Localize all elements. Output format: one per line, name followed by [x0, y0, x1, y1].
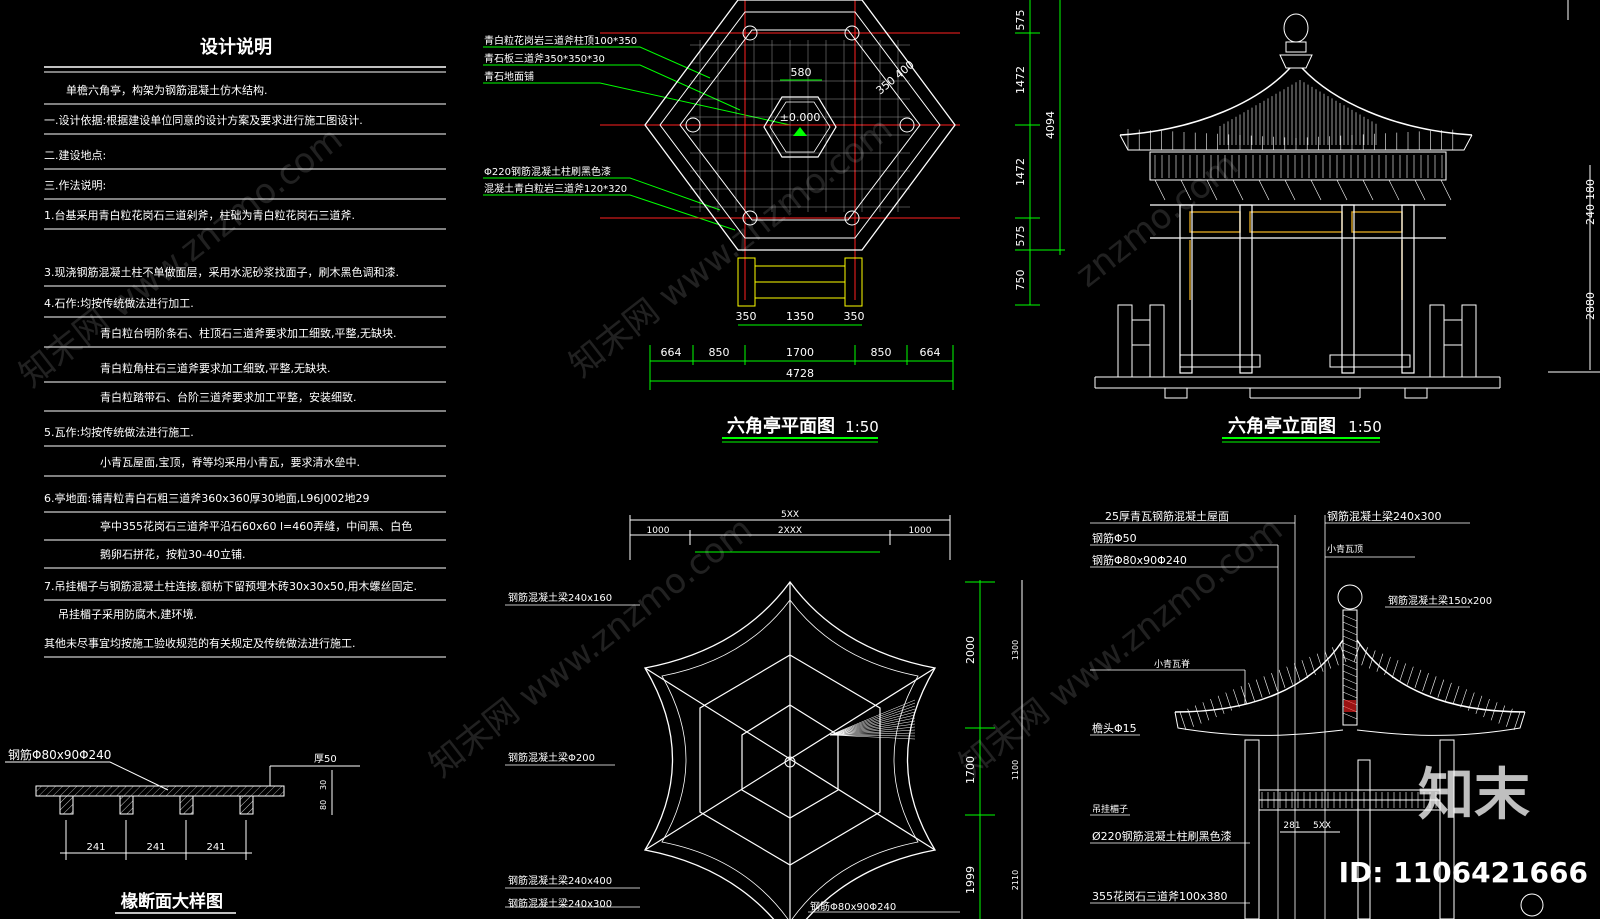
- roof-framing-plan: 5XX 1000 2XXX 1000 钢筋混凝土梁240x160 钢筋混凝土梁Φ…: [505, 510, 1023, 919]
- notes-title: 设计说明: [200, 36, 272, 58]
- elev-edge-dim-1: 180: [1584, 179, 1597, 200]
- plan-bottom-dim-3: 1700: [786, 346, 814, 359]
- detail-dim-1: 241: [86, 842, 105, 853]
- note-line: 小青瓦屋面,宝顶，脊等均采用小青瓦，要求清水垒中.: [100, 455, 360, 469]
- detail-label: 钢筋Φ80x90Φ240: [8, 747, 111, 762]
- roof-callout-4: 钢筋混凝土梁240x300: [508, 897, 612, 910]
- note-line: 其他未尽事宜均按施工验收规范的有关规定及传统做法进行施工.: [44, 636, 356, 650]
- plan-callout-2: 青石板三道斧350*350*30: [484, 52, 605, 65]
- section-callout-10: Ø220钢筋混凝土柱刷黑色漆: [1092, 829, 1232, 843]
- elevation-scale: 1:50: [1348, 418, 1382, 436]
- section-callout-1: 25厚青瓦钢筋混凝土屋面: [1105, 509, 1229, 523]
- plan-callout-1: 青白粒花岗岩三道斧柱顶100*350: [484, 34, 637, 47]
- note-line: 一.设计依据:根据建设单位同意的设计方案及要求进行施工图设计.: [44, 113, 363, 127]
- plan-bottom-dim-4: 850: [871, 346, 892, 359]
- roof-right-dim-1: 2000: [964, 636, 977, 664]
- roof-right-dim-3: 1999: [964, 866, 977, 894]
- plan-bottom-dim-1: 664: [661, 346, 682, 359]
- roof-top-dim-3: 2XXX: [778, 526, 802, 536]
- detail-side-dim-2: 80: [319, 800, 328, 810]
- section-callout-4: 钢筋Φ80x90Φ240: [1092, 553, 1187, 567]
- roof-top-dim-1: 5XX: [781, 510, 799, 520]
- note-line: 鹅卵石拼花，按粒30-40立铺.: [100, 547, 245, 561]
- plan-step-dim-3: 350: [844, 310, 865, 323]
- plan-title: 六角亭平面图: [727, 415, 835, 437]
- note-line: 三.作法说明:: [44, 178, 106, 192]
- pavilion-elevation: 六角亭立面图 1:50 180 240 2880: [1094, 0, 1600, 443]
- note-line: 亭中355花岗石三道斧平沿石60x60 l=460弄缝，中间黑、白色: [100, 519, 412, 533]
- plan-right-dim-2: 1472: [1014, 66, 1027, 94]
- pavilion-section: 25厚青瓦钢筋混凝土屋面 钢筋混凝土梁240x300 钢筋Φ50 钢筋Φ80x9…: [1090, 509, 1544, 919]
- plan-bottom-dim-2: 850: [709, 346, 730, 359]
- plan-right-dim-1: 575: [1014, 10, 1027, 31]
- roof-right-dim-2: 1700: [964, 756, 977, 784]
- detail-dim-2: 241: [146, 842, 165, 853]
- design-notes: 设计说明 单檐六角亭，构架为钢筋混凝土仿木结构. 一.设计依据:根据建设单位同意的…: [44, 36, 446, 658]
- plan-right-dim-4: 575: [1014, 226, 1027, 247]
- note-line: 5.瓦作:均按传统做法进行施工.: [44, 425, 194, 439]
- elevation-title: 六角亭立面图: [1228, 415, 1336, 437]
- section-callout-3: 钢筋Φ50: [1092, 531, 1137, 545]
- roof-callout-3: 钢筋混凝土梁240x400: [508, 874, 612, 887]
- elev-edge-dim-2: 240: [1584, 204, 1597, 225]
- note-line: 6.亭地面:铺青粒青白石粗三道斧360x360厚30地面,L96J002地29: [44, 491, 370, 505]
- roof-right-small-1: 1300: [1011, 640, 1020, 660]
- plan-scale: 1:50: [845, 418, 879, 436]
- section-callout-8: 檐头Φ15: [1092, 721, 1137, 735]
- roof-right-small-3: 2110: [1011, 870, 1020, 890]
- roof-callout-2: 钢筋混凝土梁Φ200: [508, 751, 595, 764]
- plan-right-dim-3: 1472: [1014, 158, 1027, 186]
- detail-dim-3: 241: [206, 842, 225, 853]
- section-callout-6: 小青瓦顶: [1327, 543, 1363, 555]
- roof-top-dim-4: 1000: [909, 526, 932, 536]
- note-line: 青白粒角柱石三道斧要求加工细致,平整,无缺块.: [100, 361, 331, 375]
- detail-title: 椽断面大样图: [120, 891, 223, 912]
- plan-callout-5: 混凝土青白粒岩三道斧120*320: [484, 182, 627, 195]
- rafter-detail: 钢筋Φ80x90Φ240 241 241 241 厚50 30 80 椽断面大样…: [5, 747, 360, 914]
- roof-right-small-2: 1100: [1011, 760, 1020, 780]
- section-callout-2: 钢筋混凝土梁240x300: [1327, 509, 1442, 523]
- plan-step-dim-2: 1350: [786, 310, 814, 323]
- note-line: 1.台基采用青白粒花岗石三道剁斧，柱础为青白粒花岗石三道斧.: [44, 208, 355, 222]
- note-line: 7.吊挂楣子与钢筋混凝土柱连接,额枋下留预埋木砖30x30x50,用木螺丝固定.: [44, 579, 417, 593]
- section-dim-1: 281: [1283, 821, 1300, 831]
- note-line: 4.石作:均按传统做法进行加工.: [44, 296, 194, 310]
- detail-side-label: 厚50: [314, 753, 337, 765]
- plan-right-dim-5: 750: [1014, 270, 1027, 291]
- plan-dim-top: 580: [791, 66, 812, 79]
- note-line: 3.现浇钢筋混凝土柱不单做面层，采用水泥砂浆找面子，刷木黑色调和漆.: [44, 265, 399, 279]
- section-callout-9: 吊挂楣子: [1092, 803, 1128, 815]
- plan-callout-3: 青石地面铺: [484, 70, 534, 83]
- plan-right-total: 4094: [1044, 111, 1057, 139]
- plan-step-dim-1: 350: [736, 310, 757, 323]
- section-callout-11: 355花岗石三道斧100x380: [1092, 889, 1228, 903]
- plan-center-label: ±0.000: [780, 111, 821, 124]
- image-id-label: ID: 1106421666: [1338, 856, 1588, 889]
- elev-edge-dim-3: 2880: [1584, 292, 1597, 320]
- plan-bottom-total: 4728: [786, 367, 814, 380]
- note-line: 吊挂楣子采用防腐木,建环境.: [58, 607, 197, 621]
- section-callout-7: 小青瓦脊: [1154, 658, 1190, 670]
- plan-bottom-dim-5: 664: [920, 346, 941, 359]
- section-dim-2: 5XX: [1313, 821, 1331, 831]
- note-line: 单檐六角亭，构架为钢筋混凝土仿木结构.: [66, 83, 268, 97]
- note-line: 青白粒台明阶条石、柱顶石三道斧要求加工细致,平整,无缺块.: [100, 326, 397, 340]
- roof-top-dim-2: 1000: [647, 526, 670, 536]
- brand-logo: 知末: [1418, 763, 1530, 828]
- roof-callout-1: 钢筋混凝土梁240x160: [508, 591, 612, 604]
- plan-callout-4: Φ220钢筋混凝土柱刷黑色漆: [484, 165, 611, 178]
- note-line: 青白粒踏带石、台阶三道斧要求加工平整，安装细致.: [100, 390, 357, 404]
- roof-callout-5: 钢筋Φ80x90Φ240: [810, 900, 896, 913]
- note-line: 二.建设地点:: [44, 148, 106, 162]
- section-callout-5: 钢筋混凝土梁150x200: [1388, 594, 1492, 607]
- detail-side-dim-1: 30: [319, 780, 328, 790]
